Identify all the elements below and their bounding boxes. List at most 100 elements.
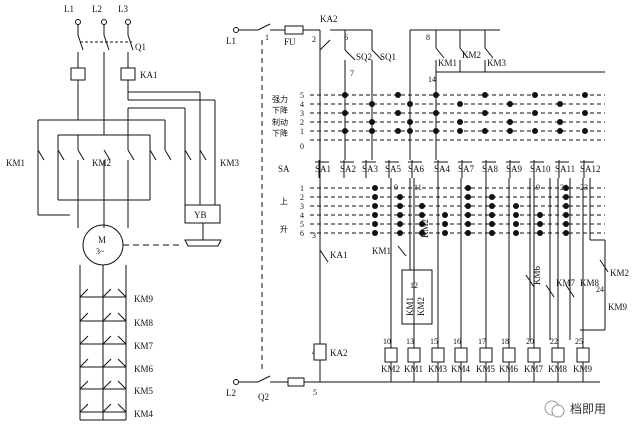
controller-dot [397, 221, 403, 227]
controller-dot [465, 221, 471, 227]
node-11: 11 [414, 183, 422, 192]
row-num-6-bot: 6 [300, 229, 304, 238]
controller-dot [419, 203, 425, 209]
controller-dot [465, 185, 471, 191]
controller-dot [557, 128, 563, 134]
controller-dot [465, 212, 471, 218]
node-1: 1 [265, 33, 269, 42]
coil-label: KM6 [499, 364, 519, 374]
controller-dot [532, 110, 538, 116]
coil-number: 25 [575, 337, 583, 346]
controller-dot [582, 92, 588, 98]
resistor-km9: KM9 [134, 294, 154, 304]
contactor-km2: KM2 [92, 158, 111, 168]
coil-km9 [576, 347, 590, 363]
sa-contact-sa7: SA7 [458, 164, 475, 174]
coil-label: KM9 [573, 364, 593, 374]
limit-sq1: SQ1 [380, 52, 396, 62]
coil-number: 17 [478, 337, 486, 346]
sa-contact-sa10: SA10 [530, 164, 551, 174]
resistor-km5: KM5 [134, 386, 154, 396]
controller-dot [465, 194, 471, 200]
node-6: 6 [344, 33, 348, 42]
node-14: 14 [428, 75, 436, 84]
resistor-km4: KM4 [134, 409, 154, 419]
up-label-1: 上 [280, 197, 288, 206]
controller-dot [563, 203, 569, 209]
controller-dot [507, 119, 513, 125]
coil-km6 [502, 347, 516, 363]
sa-contact-sa6: SA6 [408, 164, 425, 174]
mode-label-brake: 制动 [272, 117, 288, 127]
phase-label-l2: L2 [92, 4, 102, 14]
coil-km7 [527, 347, 541, 363]
controller-dot [397, 212, 403, 218]
mode-label-down1: 下降 [272, 105, 288, 115]
node-5: 5 [313, 388, 317, 397]
controller-dot [482, 110, 488, 116]
coil-row: 10KM213KM115KM316KM417KM518KM620KM722KM8… [381, 178, 593, 382]
contact-km2-top: KM2 [462, 50, 481, 60]
row-num-2-bot: 2 [300, 193, 304, 202]
phase-label-l3: L3 [118, 4, 128, 14]
controller-dot [442, 221, 448, 227]
sa-contact-sa9: SA9 [506, 164, 523, 174]
controller-dot [557, 119, 563, 125]
controller-dot [507, 128, 513, 134]
contact-km2-right: KM2 [610, 268, 629, 278]
coil-number: 18 [501, 337, 509, 346]
coil-ka2: KA2 [330, 348, 348, 358]
coil-number: 10 [383, 337, 391, 346]
controller-dot [465, 203, 471, 209]
coil-label: KM8 [548, 364, 568, 374]
contact-km6-mid: KM6 [532, 265, 542, 285]
contact-km1-top: KM1 [438, 58, 457, 68]
watermark: 档即用 [544, 400, 606, 418]
node-2: 2 [312, 35, 316, 44]
sa-contact-sa5: SA5 [385, 164, 402, 174]
controller-dot [397, 230, 403, 236]
controller-dot [537, 212, 543, 218]
controller-dot [457, 119, 463, 125]
controller-dot [563, 221, 569, 227]
controller-dot [513, 212, 519, 218]
coil-km8 [551, 347, 565, 363]
motor-label: M [98, 235, 106, 245]
brake-yb: YB [194, 210, 207, 220]
controller-dot [419, 230, 425, 236]
up-label-2: 升 [280, 225, 288, 234]
controller-dot [532, 92, 538, 98]
contactor-km3: KM3 [220, 158, 240, 168]
contact-km7-mid: KM7 [556, 278, 576, 288]
node-21: 21 [560, 183, 568, 192]
coil-number: 15 [430, 337, 438, 346]
controller-dot [457, 128, 463, 134]
resistor-km8: KM8 [134, 318, 154, 328]
contact-km8-mid: KM8 [580, 278, 600, 288]
controller-dot [507, 101, 513, 107]
controller-dot [372, 230, 378, 236]
node-7: 7 [350, 69, 354, 78]
controller-dot [582, 128, 588, 134]
controller-dot [513, 203, 519, 209]
coil-km4 [454, 347, 468, 363]
contact-km3-top: KM3 [487, 58, 507, 68]
controller-dot [489, 230, 495, 236]
main-switch-q1: Q1 [135, 42, 146, 52]
mode-label-strong: 强力 [272, 94, 288, 104]
contactor-km1: KM1 [6, 158, 25, 168]
coil-label: KM2 [381, 364, 400, 374]
supply-l1: L1 [226, 36, 236, 46]
controller-dot [532, 128, 538, 134]
controller-dot [482, 92, 488, 98]
row-num-4-bot: 4 [300, 211, 304, 220]
coil-number: 13 [406, 337, 414, 346]
sa-contact-sa11: SA11 [555, 164, 575, 174]
resistor-steps [79, 288, 127, 413]
brake-contactor-ka1: KA1 [140, 70, 158, 80]
node-23: 23 [580, 183, 588, 192]
supply-l2: L2 [226, 388, 236, 398]
coil-label: KM1 [404, 364, 423, 374]
